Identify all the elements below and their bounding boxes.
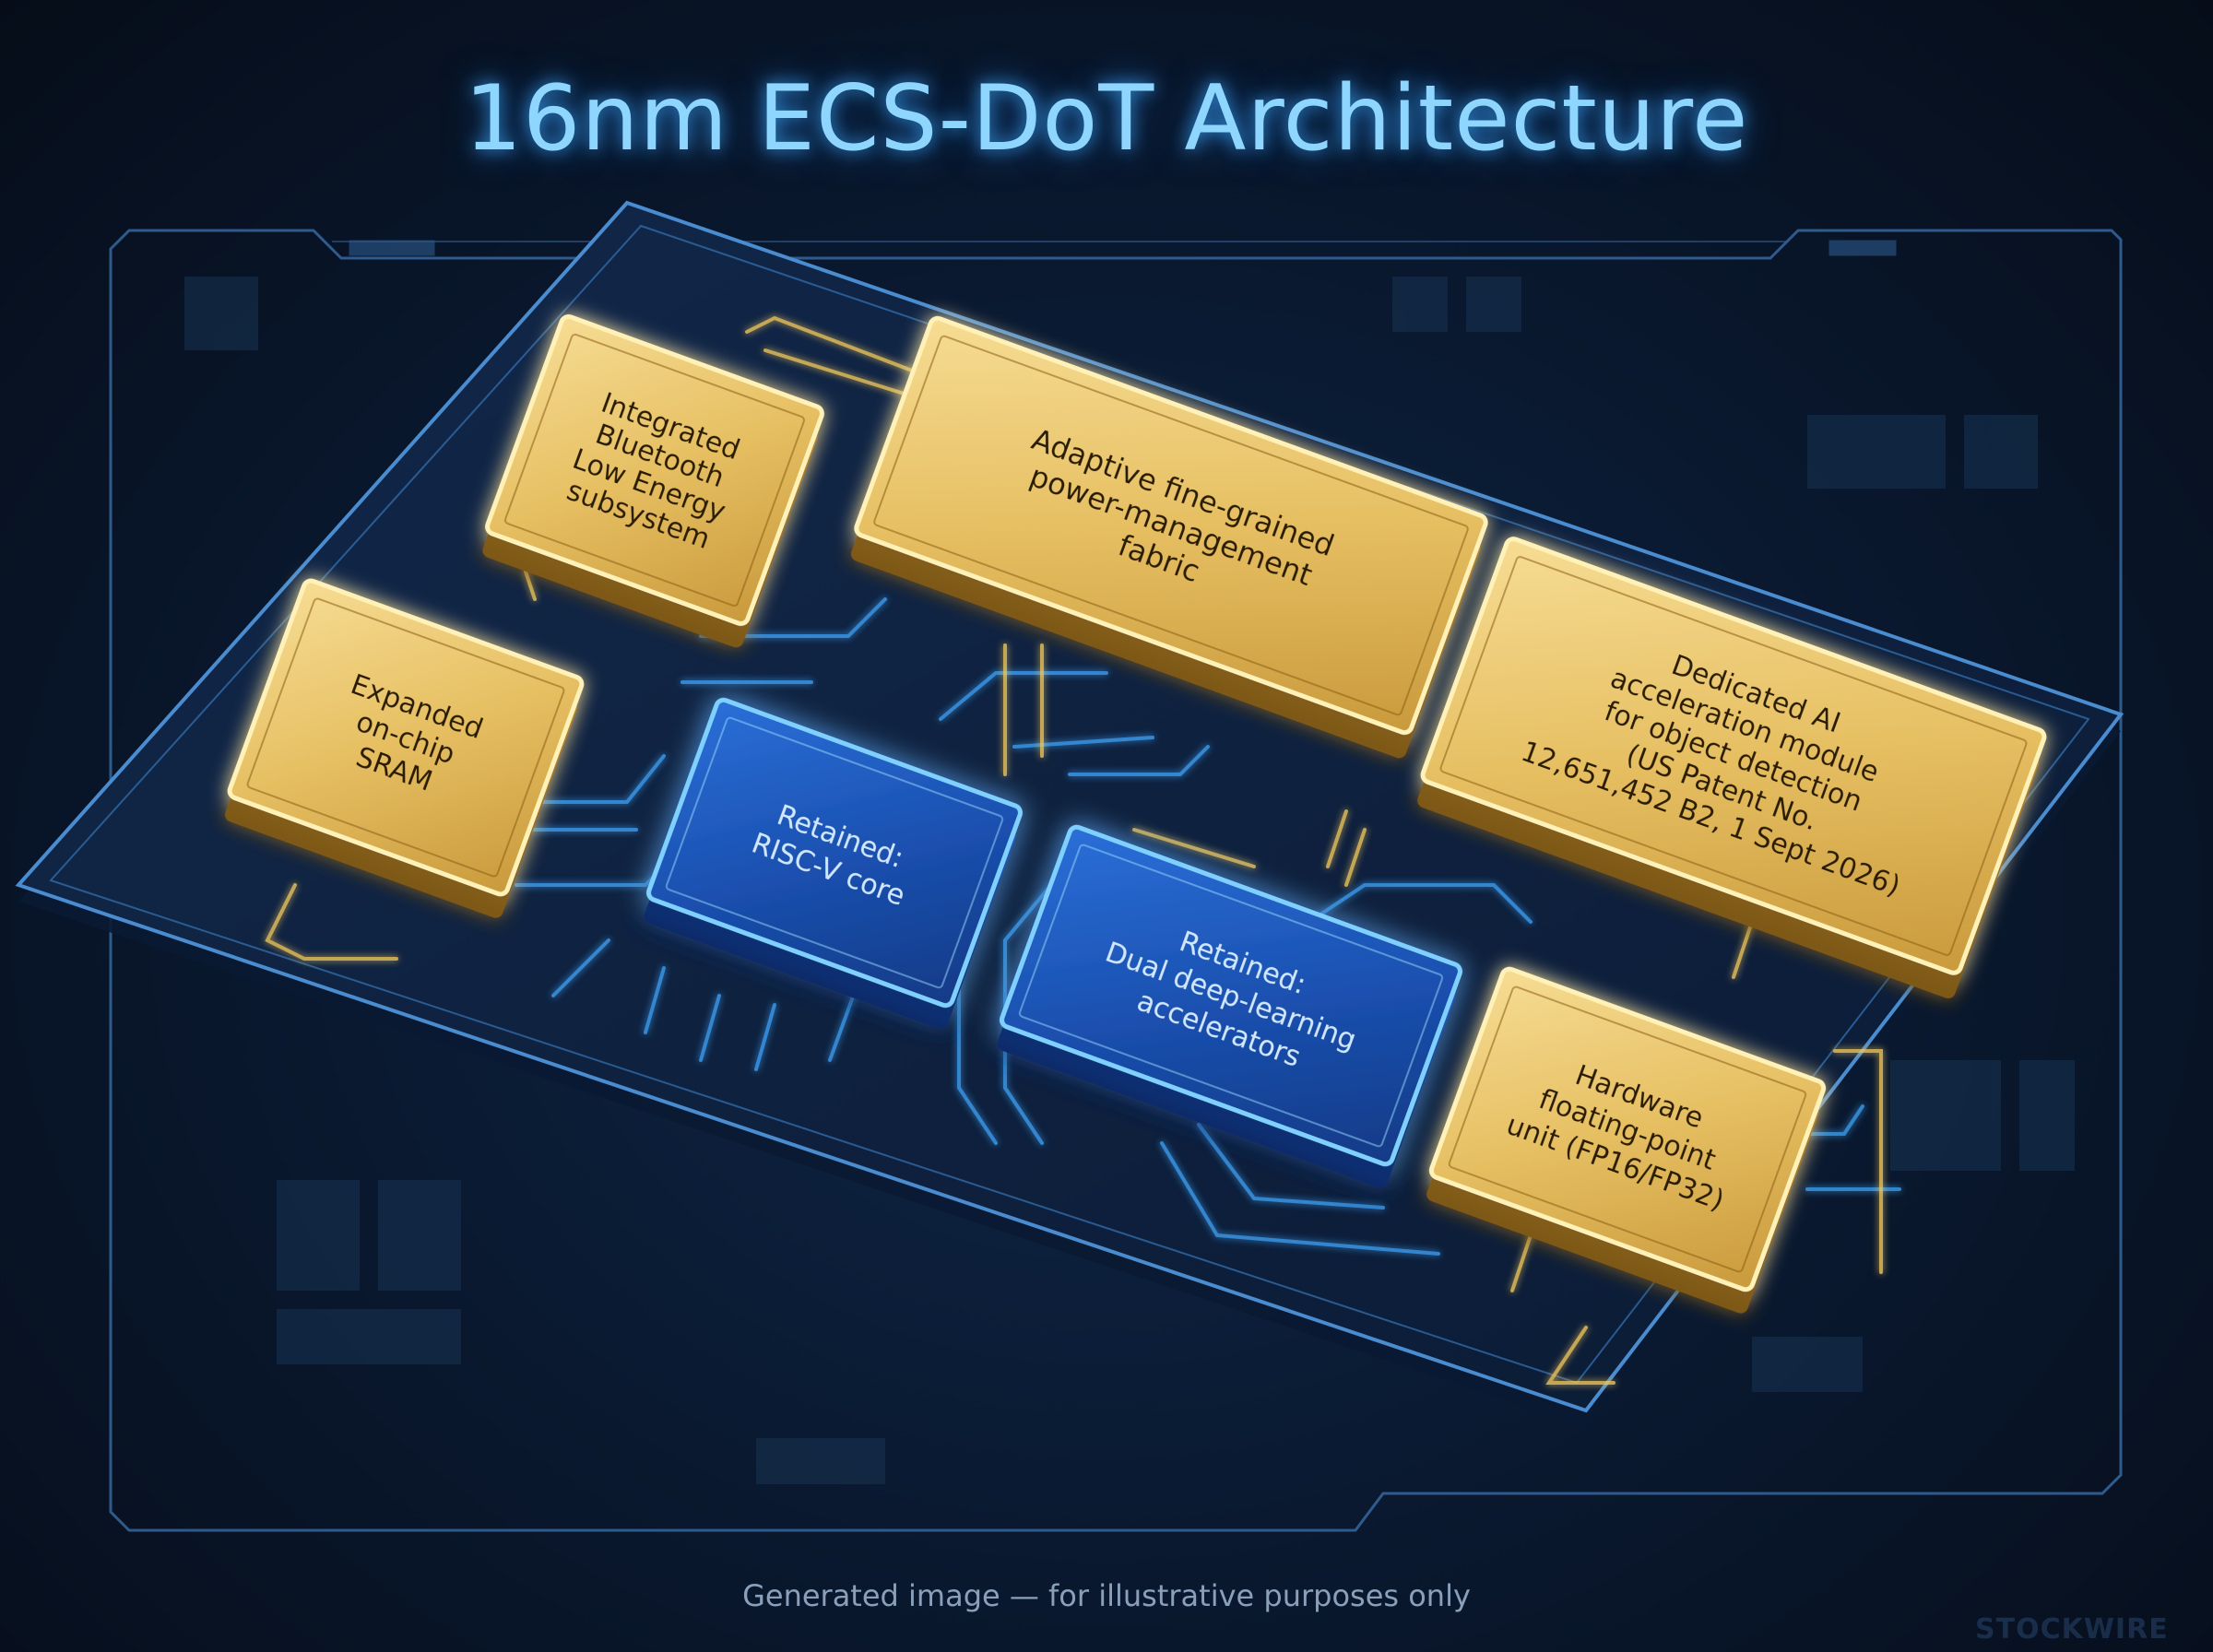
block-sram-face bbox=[227, 578, 585, 897]
block-power-inner-border bbox=[873, 335, 1469, 716]
block-ble-inner-border bbox=[503, 333, 806, 608]
block-power-face bbox=[854, 315, 1488, 736]
block-risc-inner-border bbox=[665, 716, 1004, 989]
outer-frame bbox=[109, 229, 2123, 1532]
block-dla: Retained:Dual deep-learningaccelerators bbox=[997, 824, 1463, 1188]
block-dla-inner-border bbox=[1018, 844, 1444, 1148]
watermark: STOCKWIRE bbox=[1975, 1613, 2169, 1646]
block-ai: Dedicated AIacceleration modulefor objec… bbox=[1417, 537, 2047, 999]
block-ai-inner-border bbox=[1439, 556, 2028, 956]
footnote: Generated image — for illustrative purpo… bbox=[742, 1578, 1471, 1613]
block-fpu-face bbox=[1428, 966, 1827, 1292]
block-power: Adaptive fine-grainedpower-managementfab… bbox=[850, 315, 1488, 759]
block-sram: Expandedon-chipSRAM bbox=[225, 578, 585, 918]
background-pattern bbox=[184, 277, 2075, 1484]
block-ai-face bbox=[1420, 537, 2047, 975]
block-risc: Retained:RISC-V core bbox=[644, 697, 1024, 1030]
block-risc-face bbox=[645, 697, 1024, 1009]
block-dla-face bbox=[999, 824, 1463, 1167]
diagram-title: 16nm ECS-DoT Architecture bbox=[464, 66, 1749, 171]
block-ble: IntegratedBluetoothLow Energysubsystem bbox=[482, 313, 824, 648]
block-sram-inner-border bbox=[246, 597, 565, 878]
block-fpu-inner-border bbox=[1448, 985, 1807, 1273]
block-fpu: Hardwarefloating-pointunit (FP16/FP32) bbox=[1426, 966, 1827, 1314]
